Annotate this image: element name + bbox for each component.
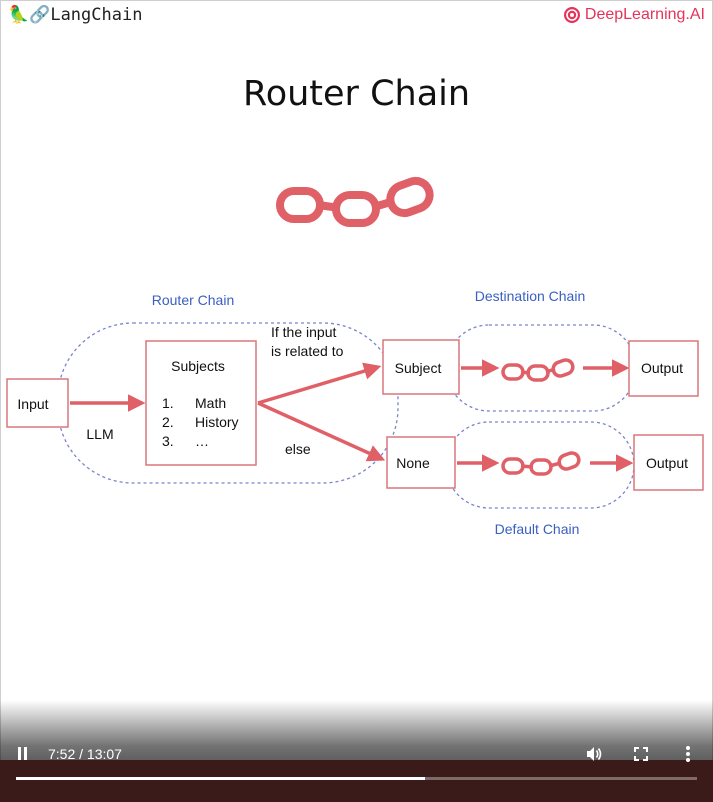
subject-box	[382, 339, 460, 395]
progress-bar-fill	[16, 777, 425, 780]
pause-button[interactable]	[16, 746, 30, 762]
input-label: Input	[17, 396, 48, 412]
if-branch-arrow	[257, 362, 382, 405]
deeplearning-logo-text: DeepLearning.AI	[584, 6, 705, 23]
time-display: 7:52 / 13:07	[48, 746, 122, 762]
subjects-item-num: 1.	[162, 395, 174, 411]
router-chain-diagram: Router Chain Destination Chain Default C…	[6, 176, 704, 537]
langchain-logo-text: 🦜🔗LangChain	[8, 5, 143, 25]
player-controls-background	[0, 760, 713, 802]
subjects-box	[145, 340, 257, 466]
none-label: None	[396, 455, 430, 471]
output-label-bottom: Output	[646, 455, 688, 471]
more-options-button[interactable]	[685, 745, 691, 763]
volume-button[interactable]	[585, 745, 603, 763]
default-chain-group	[445, 421, 635, 509]
output-label-top: Output	[641, 360, 683, 376]
none-box	[386, 436, 456, 489]
destination-chain-caption: Destination Chain	[475, 288, 586, 304]
if-condition-line2: is related to	[271, 343, 344, 359]
progress-bar[interactable]	[16, 777, 697, 780]
subjects-item-text: History	[195, 414, 239, 430]
router-chain-group	[57, 322, 399, 484]
input-box	[6, 378, 69, 428]
player-controls-bar	[0, 700, 713, 802]
subjects-item-num: 3.	[162, 433, 174, 449]
else-branch-arrow	[257, 401, 386, 462]
llm-label: LLM	[86, 426, 113, 442]
slide-title: Router Chain	[242, 74, 471, 114]
default-chain-icon	[501, 451, 581, 476]
deeplearning-logo: DeepLearning.AI	[563, 6, 705, 24]
chain-icon	[276, 176, 434, 227]
output-box-bottom	[633, 434, 704, 491]
subjects-item-text: Math	[195, 395, 226, 411]
langchain-logo: 🦜🔗LangChain	[8, 5, 142, 25]
default-chain-caption: Default Chain	[495, 521, 580, 537]
fullscreen-button[interactable]	[634, 747, 648, 761]
else-label: else	[285, 441, 311, 457]
destination-chain-icon	[501, 358, 575, 382]
router-chain-caption: Router Chain	[152, 292, 235, 308]
subjects-title: Subjects	[171, 358, 225, 374]
subject-label: Subject	[395, 360, 442, 376]
subjects-item-text: …	[195, 433, 209, 449]
subjects-item-num: 2.	[162, 414, 174, 430]
deeplearning-logo-icon	[563, 7, 580, 23]
if-condition-line1: If the input	[271, 324, 336, 340]
output-box-top	[628, 340, 699, 397]
